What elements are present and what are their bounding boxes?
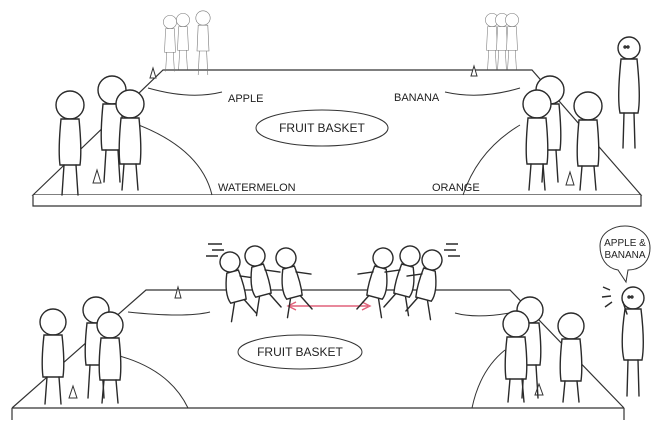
speech-bubble: APPLE & BANANA — [600, 226, 650, 282]
cone-icon — [150, 68, 156, 78]
label-orange: ORANGE — [432, 182, 480, 194]
caller-figure — [618, 37, 640, 148]
speech-bubble-line2: BANANA — [604, 250, 645, 261]
label-fruit-basket: FRUIT BASKET — [279, 121, 365, 135]
player-group-apple — [163, 11, 210, 75]
label-apple: APPLE — [228, 93, 263, 105]
label-banana: BANANA — [394, 92, 440, 104]
speech-bubble-line1: APPLE & — [604, 238, 646, 249]
player-group-banana — [485, 13, 518, 69]
bottom-panel: FRUIT BASKET — [12, 226, 650, 420]
caller-figure — [602, 287, 644, 396]
top-panel: APPLE BANANA WATERMELON ORANGE FRUIT BAS… — [33, 11, 641, 206]
label-fruit-basket: FRUIT BASKET — [257, 345, 343, 359]
label-watermelon: WATERMELON — [218, 182, 296, 194]
